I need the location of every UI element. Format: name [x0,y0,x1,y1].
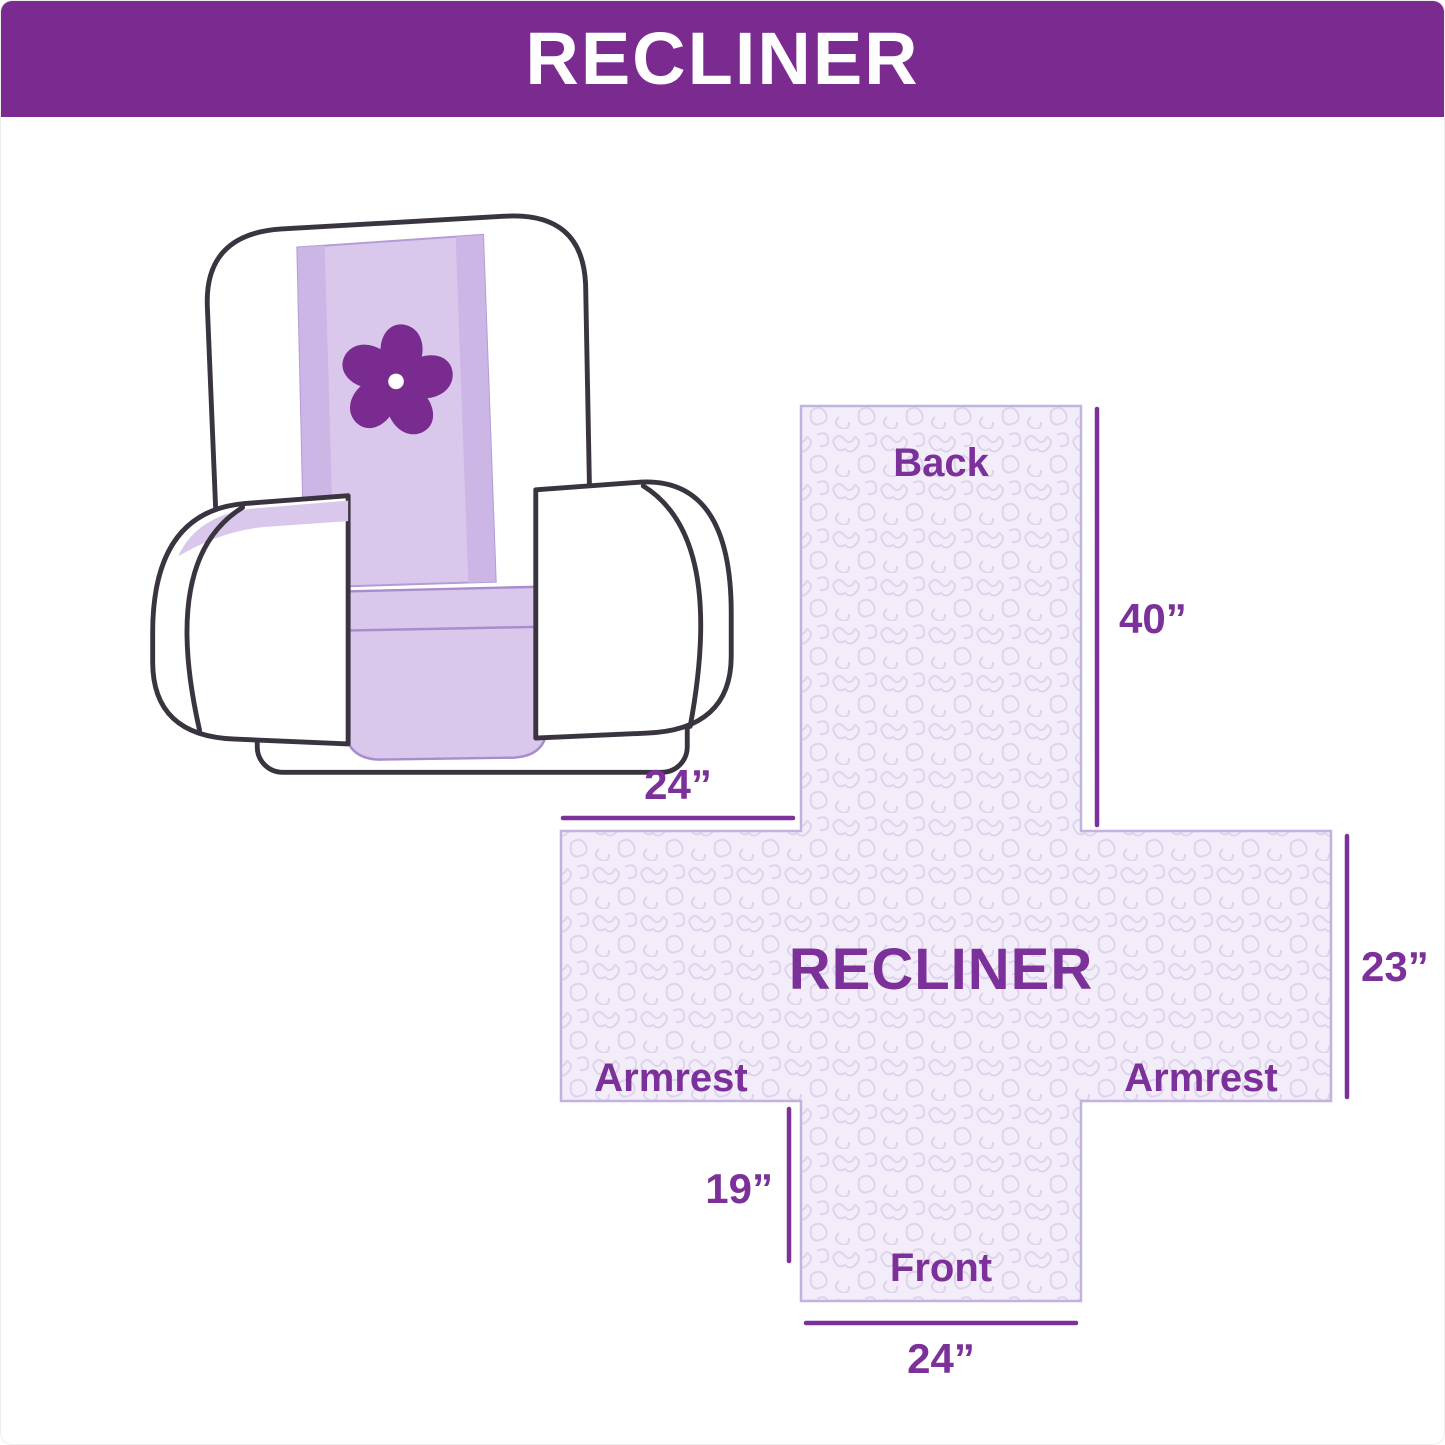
back-panel-label: Back [893,441,989,485]
right-arm-roll-crease [640,483,704,729]
cover-front-skirt [341,585,549,761]
dimension-front-drop-label: 19” [705,1165,773,1212]
left-arm-roll-crease [184,505,246,733]
chair-illustration [150,213,734,775]
cover-cross-quilting [559,404,1333,1303]
dimension-back-width-label: 24” [644,761,712,808]
cover-left-arm-band [178,500,349,557]
cover-back-right-band [455,234,496,583]
chair-left-arm [150,493,351,747]
dimension-front-width-label: 24” [907,1335,975,1382]
front-panel-label: Front [890,1246,992,1290]
armrest-left-label: Armrest [594,1056,747,1100]
cover-cross-diagram: Back RECLINER Armrest Armrest Front 40” … [559,404,1429,1382]
center-recliner-label: RECLINER [789,937,1093,1002]
page-title: RECLINER [525,17,920,100]
dimension-back-length-label: 40” [1119,595,1187,642]
cover-seat-crease [344,625,546,632]
armrest-right-label: Armrest [1124,1056,1277,1100]
pinwheel-logo-icon [342,324,453,435]
header-banner: RECLINER [1,1,1444,117]
chair-right-arm [533,479,734,741]
dimension-armrest-depth-label: 23” [1361,943,1429,990]
